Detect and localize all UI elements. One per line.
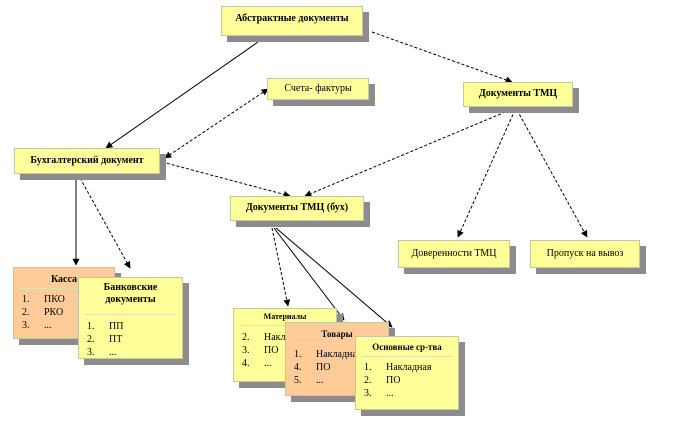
list-number: 2.	[242, 332, 250, 343]
edge-tmcbuh-materials	[271, 227, 291, 307]
list-number: 3.	[87, 347, 95, 358]
goods-items: 1. Накладная 4. ПО 5....	[294, 348, 361, 387]
edge-tmc-tmcbuh	[304, 109, 511, 197]
node-fixed-assets: Основные ср-тва 1. Накладная 2. ПО 3....	[355, 336, 459, 410]
edge-abstract-tmc	[371, 31, 513, 84]
list-text: ПТ	[109, 334, 123, 345]
list-item: 4....	[242, 357, 309, 370]
list-number: 5.	[294, 375, 302, 386]
list-text: ...	[44, 320, 52, 331]
list-item: 1. Накладная	[294, 348, 361, 361]
separator	[20, 288, 108, 289]
node-invoices-label: Счета- фактуры	[284, 83, 352, 94]
node-tmc-buh: Документы ТМЦ (бух)	[230, 196, 364, 221]
list-number: 1.	[364, 362, 372, 373]
list-item: 3....	[22, 319, 65, 332]
node-goods-title: Товары	[321, 329, 353, 339]
node-trust-tmc-label: Доверенности ТМЦ	[411, 248, 497, 259]
node-bank-documents-title: Банковские документы	[103, 282, 158, 305]
list-item: 4. ПО	[294, 361, 361, 374]
list-number: 1.	[87, 321, 95, 332]
node-accounting-document: Бухгалтерский документ	[14, 148, 160, 174]
list-item: 3....	[87, 346, 123, 359]
kassa-items: 1. ПКО 2. РКО 3....	[22, 293, 65, 332]
edge-tmc-trust	[457, 109, 516, 238]
list-item: 2. РКО	[22, 306, 65, 319]
list-text: РКО	[44, 307, 64, 318]
list-number: 3.	[22, 320, 30, 331]
list-item: 1. ПКО	[22, 293, 65, 306]
edge-accounting-bank	[79, 177, 131, 269]
list-item: 2. ПТ	[87, 333, 123, 346]
list-text: ПО	[386, 375, 401, 386]
list-text: ...	[316, 375, 324, 386]
list-item: 2. ПО	[364, 374, 431, 387]
separator	[362, 356, 452, 357]
node-tmc-buh-title: Документы ТМЦ (бух)	[245, 202, 349, 213]
fixed-assets-items: 1. Накладная 2. ПО 3....	[364, 361, 431, 400]
list-number: 2.	[87, 334, 95, 345]
list-text: Накладная	[316, 349, 362, 360]
list-text: ПО	[316, 362, 331, 373]
list-number: 1.	[294, 349, 302, 360]
separator	[85, 314, 176, 315]
node-trust-tmc: Доверенности ТМЦ	[398, 240, 510, 268]
edge-tmcbuh-goods	[273, 227, 345, 321]
node-export-pass-label: Пропуск на вывоз	[546, 248, 624, 259]
edge-tmc-pass	[516, 109, 588, 238]
node-invoices: Счета- фактуры	[267, 78, 369, 100]
list-number: 3.	[364, 388, 372, 399]
list-text: Накладная	[386, 362, 432, 373]
list-number: 4.	[242, 358, 250, 369]
list-item: 3....	[364, 387, 431, 400]
edge-abstract-accounting	[105, 41, 259, 149]
list-text: ...	[109, 347, 117, 358]
list-number: 2.	[364, 375, 372, 386]
list-number: 2.	[22, 307, 30, 318]
node-export-pass: Пропуск на вывоз	[530, 240, 640, 268]
list-item: 1. Накладная	[364, 361, 431, 374]
node-abstract-documents: Абстрактные документы	[221, 6, 363, 36]
node-tmc-documents-title: Документы ТМЦ	[478, 88, 558, 99]
node-fixed-assets-title: Основные ср-тва	[372, 342, 442, 352]
list-text: ...	[264, 358, 272, 369]
list-text: ПО	[264, 345, 279, 356]
node-materials-title: Материалы	[263, 312, 307, 321]
node-accounting-document-title: Бухгалтерский документ	[30, 155, 144, 166]
node-tmc-documents: Документы ТМЦ	[463, 82, 573, 107]
edge-accounting-tmcbuh	[161, 161, 291, 198]
node-abstract-documents-title: Абстрактные документы	[235, 13, 349, 24]
list-number: 1.	[22, 294, 30, 305]
node-bank-documents: Банковские документы 1. ПП 2. ПТ 3....	[78, 277, 183, 359]
edge-tmcbuh-fixedassets	[275, 227, 393, 328]
list-item: 3. ПО	[242, 344, 309, 357]
node-kassa-title: Касса	[50, 274, 78, 285]
list-text: ...	[386, 388, 394, 399]
list-item: 5....	[294, 374, 361, 387]
bank-items: 1. ПП 2. ПТ 3....	[87, 320, 123, 359]
list-number: 3.	[242, 345, 250, 356]
list-text: ПП	[109, 321, 124, 332]
edge-accounting-invoices	[164, 88, 269, 159]
separator	[292, 343, 382, 344]
list-item: 1. ПП	[87, 320, 123, 333]
list-text: ПКО	[44, 294, 65, 305]
list-number: 4.	[294, 362, 302, 373]
